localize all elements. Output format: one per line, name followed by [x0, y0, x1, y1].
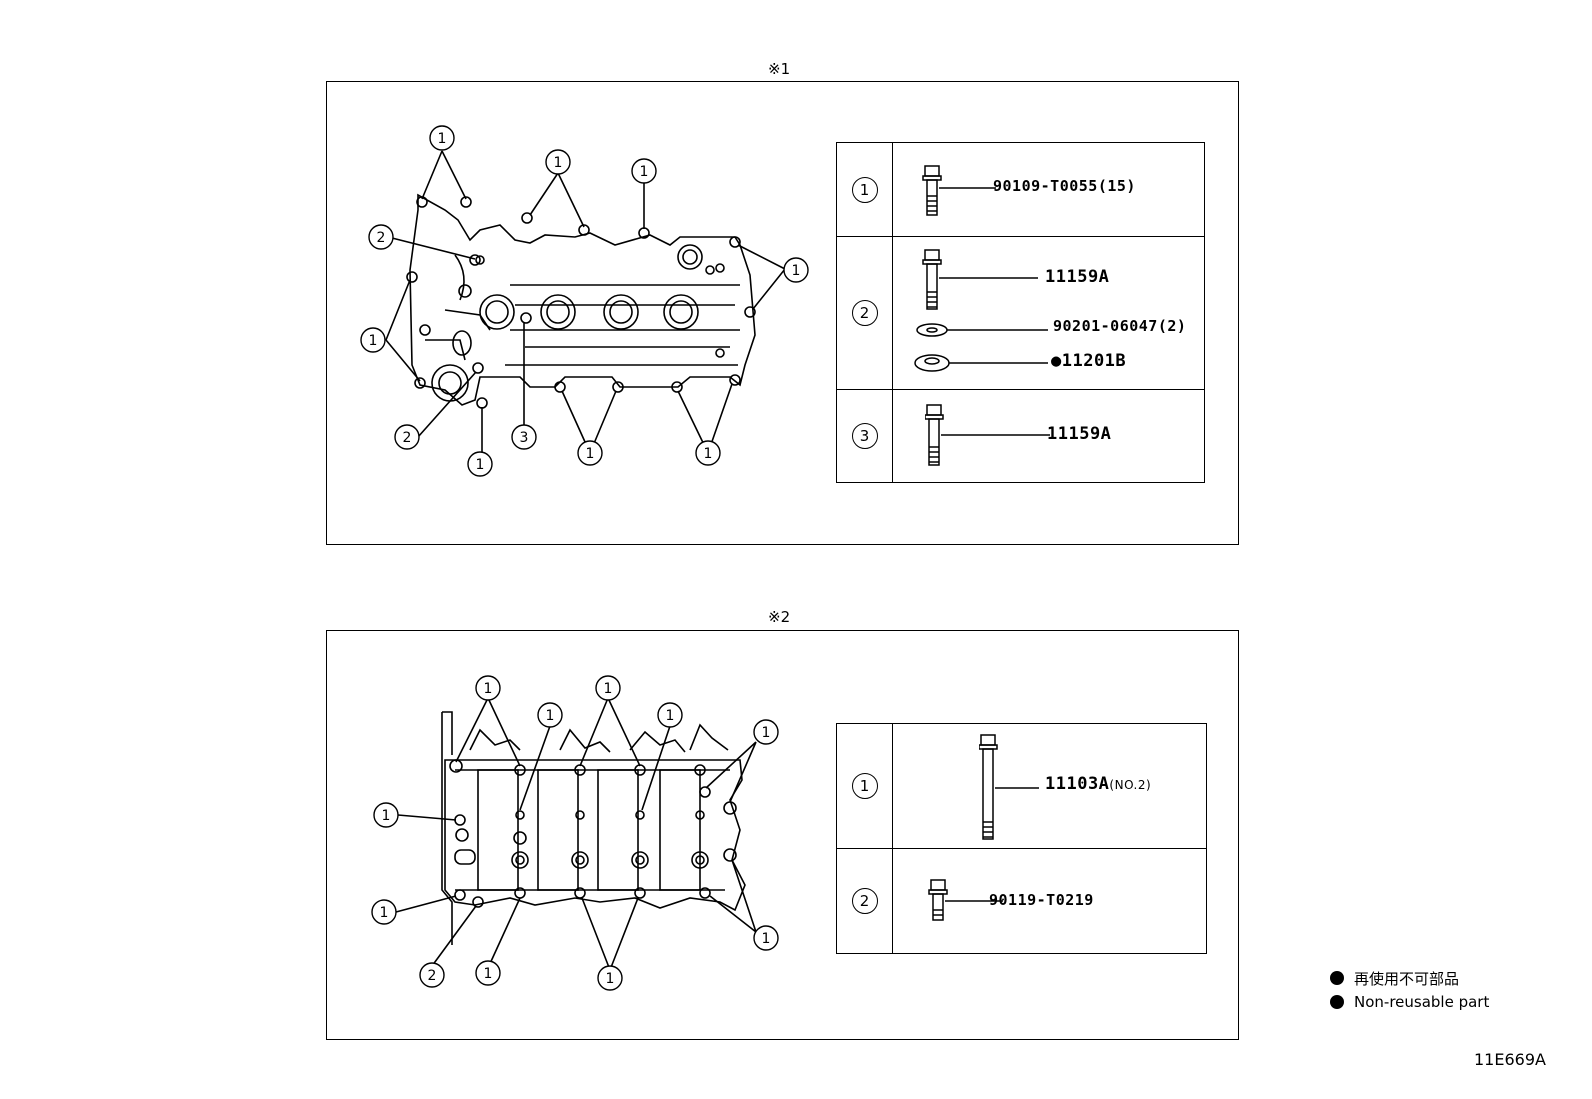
callout-label: 1 — [704, 446, 713, 462]
part-number: 11159A — [1047, 424, 1112, 444]
legend-row-jp: 再使用不可部品 — [1330, 966, 1489, 990]
non-reusable-dot-icon — [1330, 995, 1344, 1009]
part-number: 11159A — [1045, 267, 1110, 287]
section-1-label: ※1 — [768, 60, 791, 78]
row-number: 2 — [851, 300, 878, 326]
callout-label: 1 — [484, 966, 493, 982]
section-2-label: ※2 — [768, 608, 791, 626]
bolt-icon — [928, 879, 1003, 921]
callout-label: 1 — [546, 708, 555, 724]
callout-label: 2 — [428, 968, 437, 984]
bolt-icon — [925, 404, 1050, 466]
callout-circle — [429, 125, 455, 151]
part-number: 90201-06047(2) — [1053, 317, 1187, 335]
callout-label: 1 — [604, 681, 613, 697]
callout-label: 1 — [640, 164, 649, 180]
callout-label: 1 — [382, 808, 391, 824]
callout-label: 1 — [380, 905, 389, 921]
part-number-non-reusable: ●11201B — [1051, 351, 1127, 371]
part-number-suffix: (NO.2) — [1109, 778, 1152, 792]
figure-code: 11E669A — [1474, 1050, 1546, 1069]
callout-label: 1 — [369, 333, 378, 349]
cylinder-head-cover-diagram: 1 1 1 1 2 1 1 2 1 3 1 — [360, 125, 809, 477]
callout-label: 1 — [484, 681, 493, 697]
legend-jp-text: 再使用不可部品 — [1354, 969, 1460, 988]
legend: 再使用不可部品 Non-reusable part — [1330, 966, 1489, 1014]
callout-label: 1 — [586, 446, 595, 462]
non-reusable-dot-icon — [1330, 971, 1344, 985]
long-bolt-icon — [979, 734, 1039, 840]
section-2-panel — [326, 630, 1239, 1040]
bolt-washer-gasket-icon — [914, 249, 1048, 372]
part-number: 11103A(NO.2) — [1045, 774, 1151, 794]
callout-label: 1 — [762, 931, 771, 947]
legend-row-en: Non-reusable part — [1330, 990, 1489, 1014]
part-number-text: 11103A — [1045, 774, 1110, 794]
part-number: 90109-T0055(15) — [993, 177, 1136, 195]
callout-label: 1 — [606, 971, 615, 987]
camshaft-housing-diagram: 1 1 1 1 1 1 1 1 2 1 1 — [371, 675, 779, 991]
callout-label: 1 — [666, 708, 675, 724]
callout-label: 1 — [762, 725, 771, 741]
row-number: 3 — [851, 423, 878, 449]
callout-label: 1 — [476, 457, 485, 473]
parts-table-1: 1 90109-T0055(15) 2 — [836, 142, 1205, 483]
section-1-panel — [326, 81, 1239, 545]
legend-en-text: Non-reusable part — [1354, 993, 1490, 1011]
row-number: 1 — [851, 773, 878, 799]
bolt-icon — [922, 165, 996, 216]
callout-label: 1 — [554, 155, 563, 171]
callout-label: 2 — [403, 430, 412, 446]
part-number: 90119-T0219 — [989, 891, 1094, 909]
row-number: 1 — [851, 176, 878, 203]
callout-label: 1 — [792, 263, 801, 279]
callout-label: 3 — [520, 430, 529, 446]
parts-table-2: 1 11103A(NO.2) 2 — [836, 723, 1207, 954]
row-number: 2 — [851, 888, 878, 914]
callout-label: 2 — [377, 230, 386, 246]
callout-label: 1 — [438, 131, 447, 147]
